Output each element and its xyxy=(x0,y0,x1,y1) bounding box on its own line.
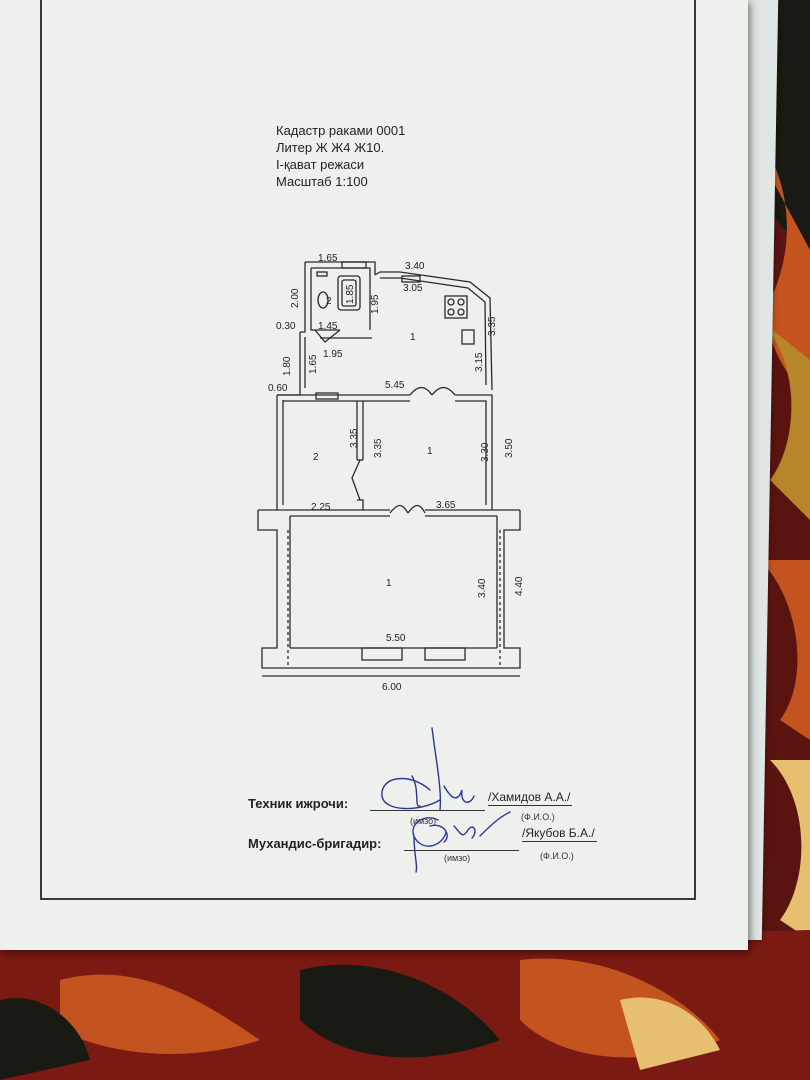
bath-top-wall xyxy=(305,261,376,275)
engineer-fio-caption: (Ф.И.О.) xyxy=(540,851,574,861)
engineer-label: Мухандис-бригадир: xyxy=(248,836,382,851)
dim-label: 1.65 xyxy=(318,253,338,264)
dim-label: 3.35 xyxy=(373,438,384,458)
dim-label: 3.15 xyxy=(474,352,485,372)
engineer-name: /Якубов Б.А./ xyxy=(522,826,597,842)
dim-label: 1.95 xyxy=(370,294,381,314)
dim-label: 3.30 xyxy=(480,442,491,462)
dim-label: 3.40 xyxy=(405,261,425,272)
room-mid-right-number: 1 xyxy=(427,446,433,457)
room-big-number: 1 xyxy=(386,578,392,589)
floor-plan-title: I-қават режаси xyxy=(276,157,365,172)
technician-fio-caption: (Ф.И.О.) xyxy=(521,812,555,822)
dim-label: 0.30 xyxy=(276,321,296,332)
dim-label: 3.35 xyxy=(487,316,498,336)
scale-label: Масштаб 1:100 xyxy=(276,174,368,189)
room-bath-number: 2 xyxy=(326,296,332,307)
cadastre-info: Кадастр раками 0001 Литер Ж Ж4 Ж10. I-қа… xyxy=(276,122,405,190)
bath-left-wall xyxy=(300,262,306,333)
technician-label: Техник ижрочи: xyxy=(248,796,349,811)
dim-label: 5.45 xyxy=(385,380,405,391)
dim-label: 1.85 xyxy=(345,284,356,304)
dim-label: 3.50 xyxy=(504,438,515,458)
document-frame xyxy=(40,0,696,900)
dim-label: 1.95 xyxy=(323,349,343,360)
dim-label: 4.40 xyxy=(514,576,525,596)
dim-label: 3.35 xyxy=(349,428,360,448)
dim-label: 1.45 xyxy=(318,321,338,332)
dim-label: 0.60 xyxy=(268,383,288,394)
technician-sign-caption: (имзо) xyxy=(410,816,437,826)
engineer-sign-caption: (имзо) xyxy=(444,853,471,863)
document-sheet xyxy=(0,0,748,950)
engineer-sign-line xyxy=(404,850,519,851)
room-mid-left-number: 2 xyxy=(313,452,319,463)
cadastre-number: Кадастр раками 0001 xyxy=(276,123,406,138)
room-kitchen-number: 1 xyxy=(410,332,416,343)
technician-name: /Хамидов А.А./ xyxy=(488,790,573,806)
dim-label: 5.50 xyxy=(386,633,406,644)
dim-label: 3.40 xyxy=(477,578,488,598)
dim-label: 3.65 xyxy=(436,500,456,511)
dim-label: 3.05 xyxy=(403,283,423,294)
letter-list: Литер Ж Ж4 Ж10. xyxy=(276,140,385,155)
technician-sign-line xyxy=(370,810,485,811)
dim-label: 1.80 xyxy=(282,356,293,376)
dim-label: 1.65 xyxy=(308,354,319,374)
dim-label: 6.00 xyxy=(382,682,402,693)
dim-label: 2.25 xyxy=(311,502,331,513)
dim-label: 2.00 xyxy=(290,288,301,308)
